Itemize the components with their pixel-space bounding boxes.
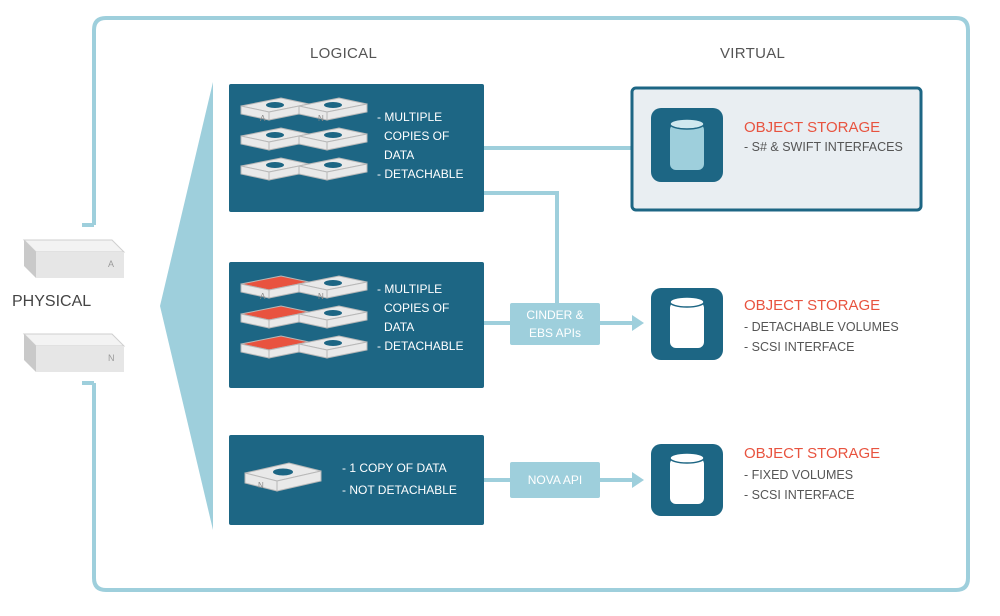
panel-1-drive-letter-n: N [318,114,324,123]
panel-3-drive-letter-n: N [258,481,264,490]
panel-1-drive-letter-a: A [260,114,266,123]
api-box-nova: NOVA API [510,462,600,498]
storage-3-line-2: - SCSI INTERFACE [744,488,855,502]
physical-drive-a [22,239,126,278]
connector-lines [484,146,632,482]
panel-2-line-4: - DETACHABLE [377,339,464,353]
panel-2-drive-letter-n: N [318,292,324,301]
panel-3-line-2: - NOT DETACHABLE [342,483,457,497]
panel-3-line-1: - 1 COPY OF DATA [342,461,447,475]
panel-2-drive-letter-a: A [260,292,266,301]
disk-stack-icon-highlighted [240,275,368,359]
physical-drive-n-letter: N [108,353,115,363]
logical-panel-3: - 1 COPY OF DATA - NOT DETACHABLE [229,435,484,525]
logical-panel-2: - MULTIPLE COPIES OF DATA - DETACHABLE [229,262,484,388]
panel-2-line-1: - MULTIPLE [377,282,443,296]
logical-panel-1: - MULTIPLE COPIES OF DATA - DETACHABLE [229,84,484,212]
panel-1-line-3: DATA [384,148,415,162]
storage-3-line-1: - FIXED VOLUMES [744,468,854,482]
single-disk-icon [244,462,322,492]
panel-1-line-2: COPIES OF [384,129,450,143]
storage-2-line-1: - DETACHABLE VOLUMES [744,320,899,334]
api-cinder-line-1: CINDER & [526,308,584,322]
physical-label: PHYSICAL [10,293,94,311]
disk-stack-icon [240,97,368,181]
physical-drive-a-letter: A [108,259,115,269]
column-title-logical: LOGICAL [310,45,378,62]
database-icon-light [651,108,723,182]
outer-frame [92,16,970,592]
physical-drive-n [22,333,126,372]
panel-2-line-2: COPIES OF [384,301,450,315]
api-cinder-line-2: EBS APIs [528,326,582,340]
storage-1-line-1: - S# & SWIFT INTERFACES [744,140,903,154]
storage-1-title: OBJECT STORAGE [744,119,881,136]
database-icon-white-2 [651,444,723,516]
panel-1-line-4: - DETACHABLE [377,167,464,181]
funnel-triangle [160,82,213,530]
storage-3-title: OBJECT STORAGE [744,445,881,462]
arrow-head-nova [632,472,644,488]
panel-2-line-3: DATA [384,320,415,334]
storage-2-line-2: - SCSI INTERFACE [744,340,855,354]
database-icon-white-1 [651,288,723,360]
panel-1-line-1: - MULTIPLE [377,110,443,124]
column-title-virtual: VIRTUAL [720,45,786,62]
api-nova-line-1: NOVA API [527,473,583,487]
api-box-cinder-ebs: CINDER & EBS APIs [510,303,600,345]
storage-2-title: OBJECT STORAGE [744,297,881,314]
arrow-head-cinder [632,315,644,331]
